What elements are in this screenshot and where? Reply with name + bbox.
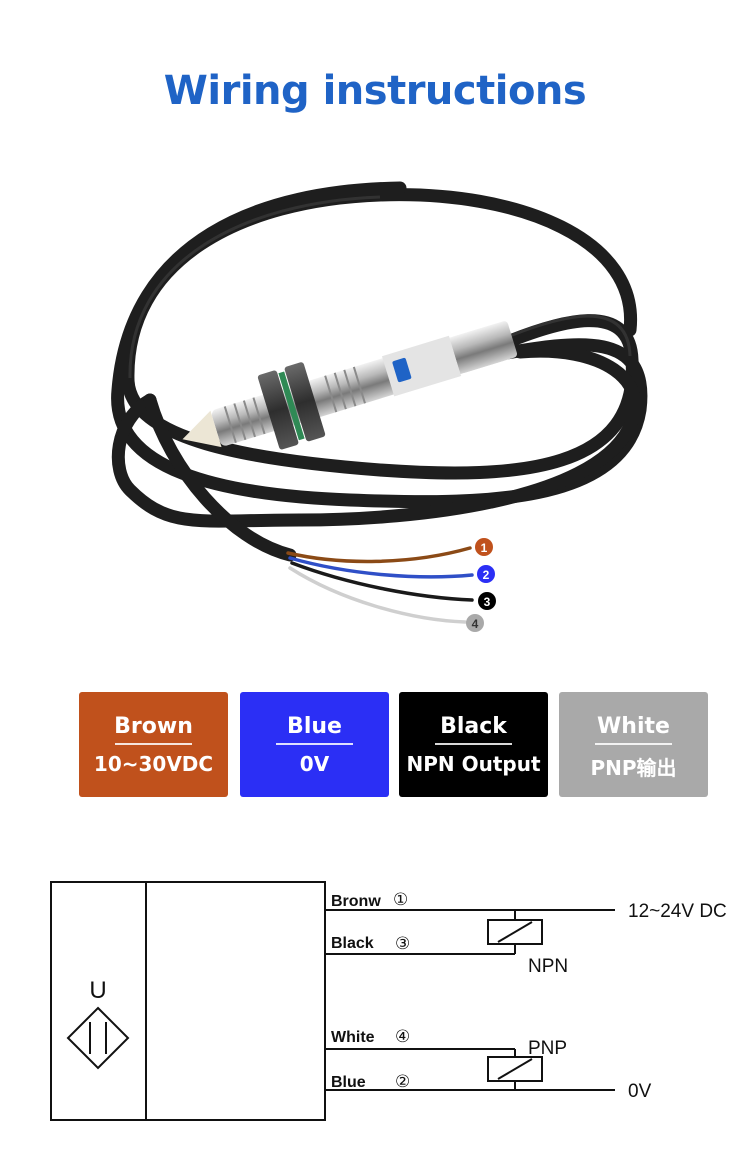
wire-card-white: White PNP输出 [559, 692, 708, 797]
supply-positive-label: 12~24V DC [628, 901, 727, 922]
wiring-diagram: U Bronw ① Black ③ White ④ Blue ② 12~24V … [50, 881, 727, 1121]
callout-1: 1 [475, 538, 493, 556]
supply-negative-label: 0V [628, 1081, 652, 1102]
callout-4: 4 [466, 614, 484, 632]
wire-label-black: Black [331, 935, 374, 952]
wire-card-divider [276, 743, 353, 745]
wire-num-black: ③ [395, 934, 410, 953]
wire-label-blue: Blue [331, 1074, 366, 1091]
wire-num-white: ④ [395, 1027, 410, 1046]
wire-label-white: White [331, 1029, 375, 1046]
wire-card-name: Black [440, 714, 507, 739]
sensor-photo: 1 2 3 4 [111, 181, 648, 632]
svg-text:3: 3 [484, 595, 491, 609]
svg-text:4: 4 [472, 617, 479, 631]
wire-num-brown: ① [393, 890, 408, 909]
sensor-symbol-label: U [89, 977, 106, 1004]
wire-card-name: Blue [287, 714, 342, 739]
wire-color-cards: Brown 10~30VDC Blue 0V Black NPN Output … [0, 692, 750, 797]
wire-card-blue: Blue 0V [240, 692, 389, 797]
wire-card-desc: PNP输出 [590, 756, 677, 780]
wire-card-divider [595, 743, 672, 745]
pnp-load-icon [487, 1056, 543, 1082]
wire-card-desc: NPN Output [406, 752, 541, 776]
svg-text:2: 2 [483, 568, 490, 582]
wire-card-desc: 10~30VDC [93, 752, 214, 776]
page-title: Wiring instructions [163, 68, 587, 114]
wire-num-blue: ② [395, 1072, 410, 1091]
wire-card-desc: 0V [299, 752, 330, 776]
wire-card-name: White [597, 714, 670, 739]
pnp-label: PNP [528, 1038, 567, 1059]
wire-card-name: Brown [114, 714, 193, 739]
sensor-box [50, 881, 326, 1121]
wire-card-brown: Brown 10~30VDC [79, 692, 228, 797]
callout-3: 3 [478, 592, 496, 610]
callout-2: 2 [477, 565, 495, 583]
wire-card-divider [115, 743, 192, 745]
wire-card-black: Black NPN Output [399, 692, 548, 797]
wire-label-brown: Bronw [331, 893, 381, 910]
wire-card-divider [435, 743, 512, 745]
npn-label: NPN [528, 956, 568, 977]
npn-load-icon [487, 919, 543, 945]
svg-text:1: 1 [481, 541, 488, 555]
sensor-diamond-icon [66, 1006, 130, 1070]
